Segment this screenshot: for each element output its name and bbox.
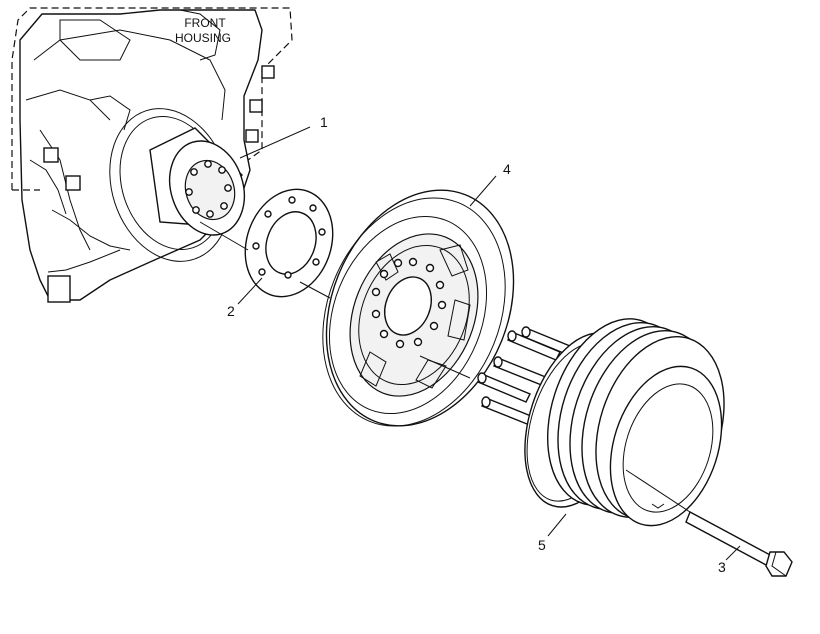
housing-boss-lower <box>47 275 71 303</box>
callout-1: 1 <box>239 114 328 159</box>
pulley-bolt <box>685 511 793 577</box>
vibration-damper <box>322 189 515 427</box>
callout-number-5: 5 <box>538 537 546 553</box>
callout-number-3: 3 <box>718 559 726 575</box>
callout-number-4: 4 <box>503 161 511 177</box>
callout-2: 2 <box>227 277 263 319</box>
callout-5: 5 <box>538 513 567 553</box>
spacer-plate <box>244 188 334 298</box>
callout-number-2: 2 <box>227 303 235 319</box>
crankshaft-pulley <box>524 318 725 527</box>
callout-3: 3 <box>718 545 741 575</box>
callout-number-1: 1 <box>320 114 328 130</box>
crankshaft-adapter <box>149 127 246 236</box>
assembly-centerline <box>199 221 691 513</box>
callout-4: 4 <box>469 161 511 207</box>
housing-label-line2: HOUSING <box>175 31 231 45</box>
housing-label-line1: FRONT <box>184 16 226 30</box>
